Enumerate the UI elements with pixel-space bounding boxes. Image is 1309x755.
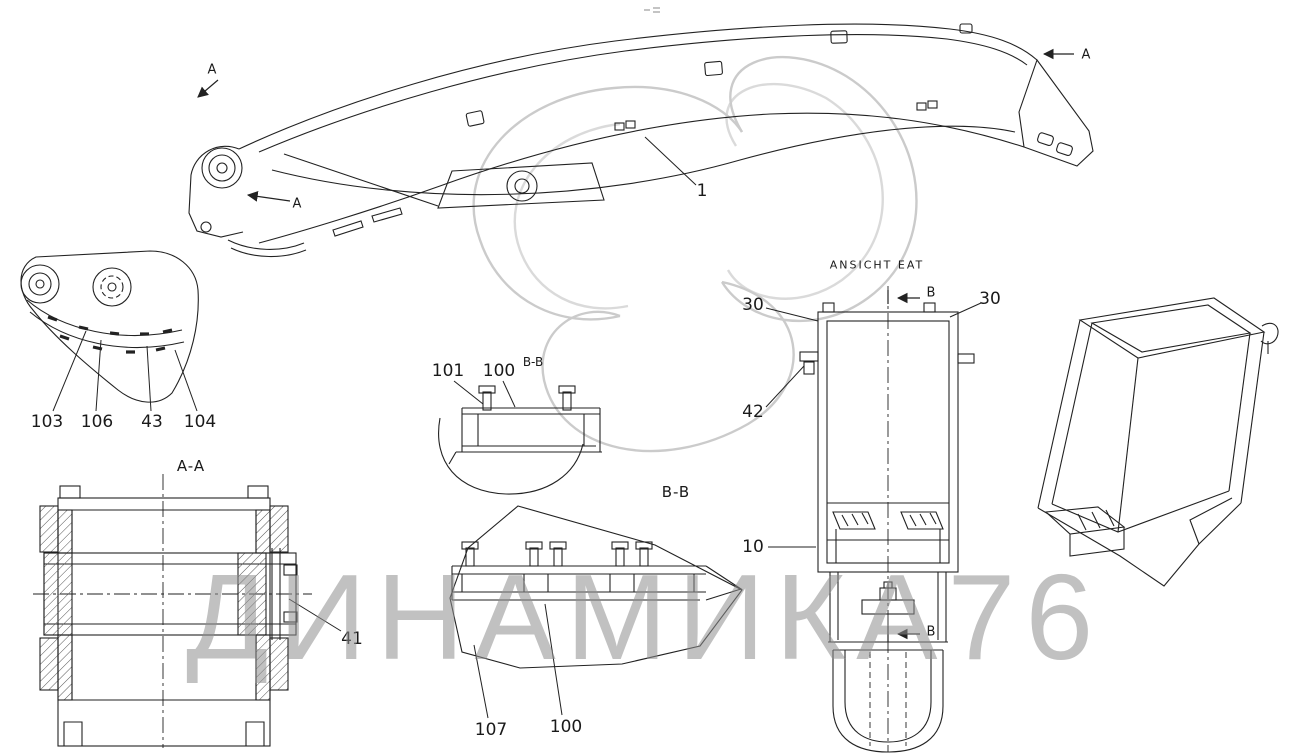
- callout-106: 106: [80, 412, 114, 432]
- section-arrows: [197, 48, 1074, 642]
- callout-43: 43: [141, 412, 163, 432]
- callout-30-left: 30: [742, 295, 764, 315]
- boom-assembly-drawing: [188, 7, 1094, 258]
- callout-101: 101: [431, 361, 465, 381]
- section-aa-drawing: [33, 474, 312, 748]
- callout-103: 103: [30, 412, 64, 432]
- section-bb-lower-drawing: [449, 505, 743, 669]
- callout-100-top: 100: [482, 361, 516, 381]
- section-letter-a-top-left: A: [207, 62, 217, 78]
- section-letter-b-bottom: B: [926, 624, 936, 640]
- rear-view-drawing: [799, 286, 975, 753]
- callout-107: 107: [474, 720, 508, 740]
- callout-104: 104: [183, 412, 217, 432]
- callout-41: 41: [341, 629, 363, 649]
- detail-bb-upper-drawing: [438, 385, 602, 495]
- callout-10: 10: [742, 537, 764, 557]
- section-letter-a-right: A: [1081, 47, 1091, 63]
- callout-42: 42: [742, 402, 764, 422]
- iso-view-drawing: [1037, 297, 1279, 587]
- view-title-section-bb: B-B: [661, 483, 691, 501]
- section-letter-b-top: B: [926, 285, 936, 301]
- view-title-detail-bb-inline: B-B: [522, 355, 544, 369]
- callout-30-right: 30: [979, 289, 1001, 309]
- view-title-ansicht: ANSICHT EAT: [829, 258, 925, 272]
- view-title-section-aa: A-A: [176, 457, 206, 475]
- pivot-links-detail-drawing: [20, 250, 199, 403]
- callout-1: 1: [696, 181, 708, 201]
- leader-lines: [52, 136, 982, 719]
- callout-100-bottom: 100: [549, 717, 583, 737]
- watermark-swirl-icon: [472, 55, 918, 453]
- section-letter-a-mid-left: A: [292, 196, 302, 212]
